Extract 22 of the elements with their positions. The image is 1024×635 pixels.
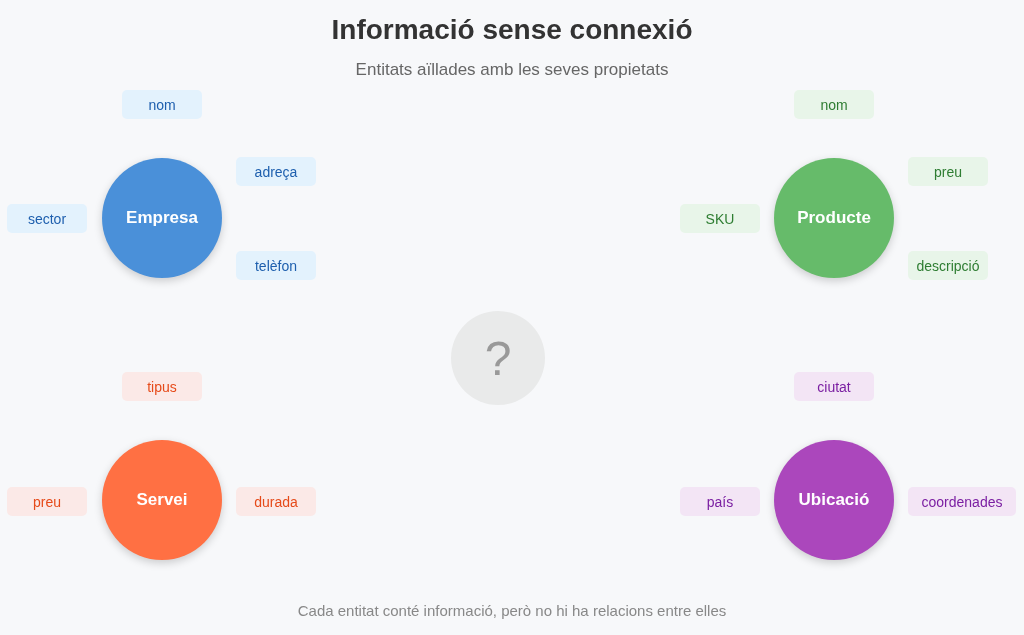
property-tag: adreça xyxy=(236,157,316,186)
property-tag: telèfon xyxy=(236,251,316,280)
entity-circle: Ubicació xyxy=(774,440,894,560)
property-tag: descripció xyxy=(908,251,988,280)
question-circle: ? xyxy=(451,311,545,405)
property-tag: nom xyxy=(122,90,202,119)
property-tag: durada xyxy=(236,487,316,516)
property-tag: ciutat xyxy=(794,372,874,401)
property-tag: preu xyxy=(908,157,988,186)
entity-circle: Servei xyxy=(102,440,222,560)
title: Informació sense connexió xyxy=(331,14,693,46)
property-tag: tipus xyxy=(122,372,202,401)
property-tag: sector xyxy=(7,204,87,233)
entity-circle: Producte xyxy=(774,158,894,278)
property-tag: coordenades xyxy=(908,487,1016,516)
subtitle: Entitats aïllades amb les seves propietats xyxy=(355,60,669,80)
property-tag: país xyxy=(680,487,760,516)
property-tag: preu xyxy=(7,487,87,516)
entity-circle: Empresa xyxy=(102,158,222,278)
property-tag: SKU xyxy=(680,204,760,233)
property-tag: nom xyxy=(794,90,874,119)
caption: Cada entitat conté informació, però no hi ha relacions entre elles xyxy=(297,602,727,619)
